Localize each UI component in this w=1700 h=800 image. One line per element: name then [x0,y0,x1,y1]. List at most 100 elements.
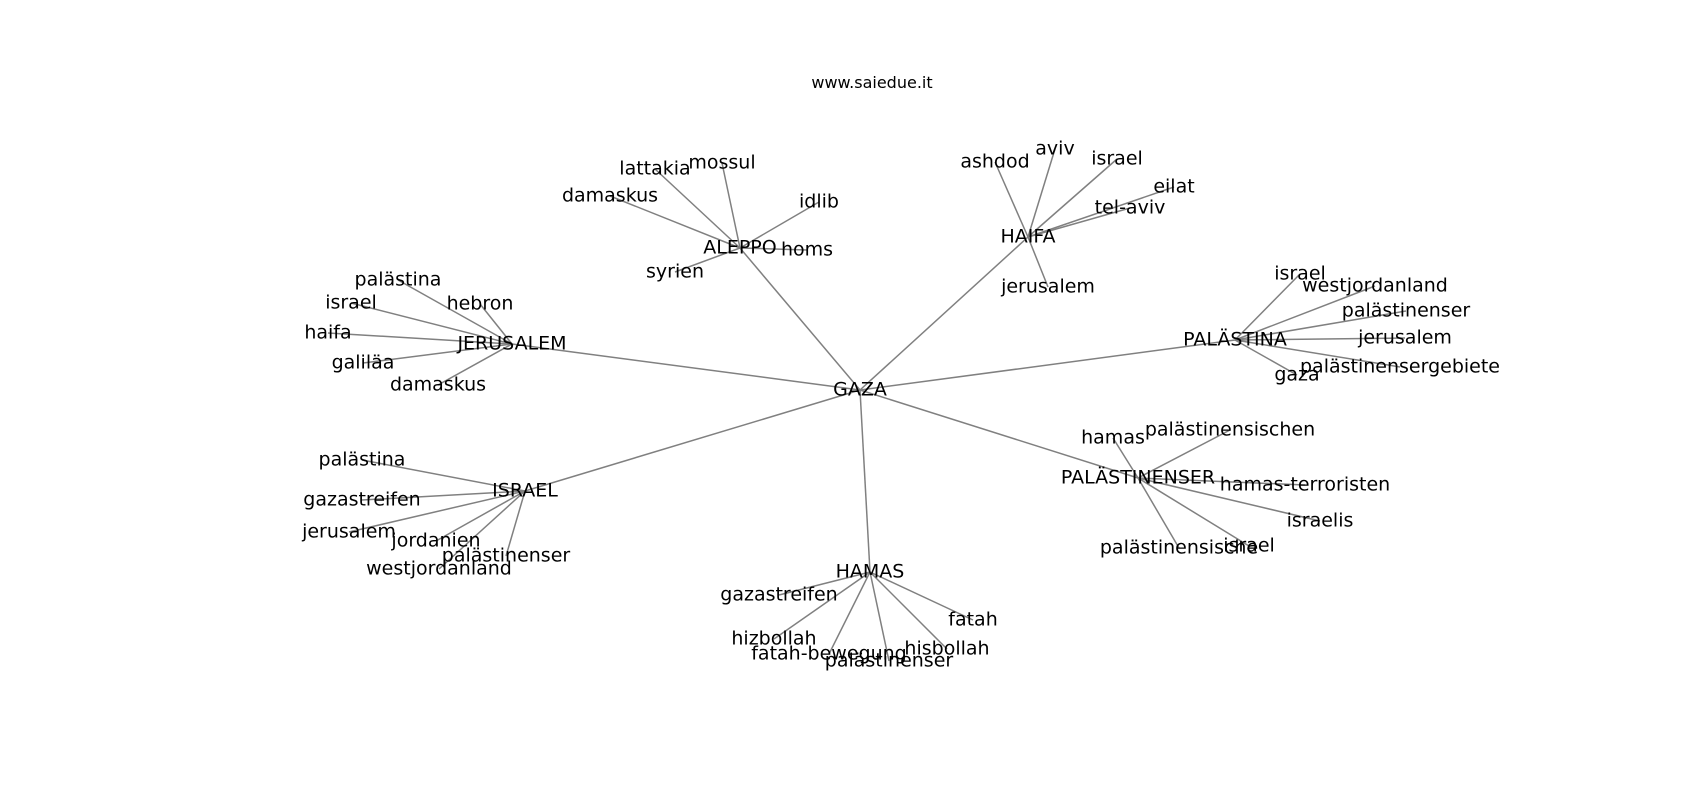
hub-node-label: ALEPPO [703,237,776,259]
leaf-node-label: fatah-bewegung [751,643,907,665]
leaf-node-label: palästinensergebiete [1300,356,1500,378]
leaf-node-label: gazastreifen [303,489,420,511]
leaf-node-label: hamas [1081,427,1145,449]
edge-hub-leaf [739,201,820,249]
edge-center-hub [511,343,861,391]
leaf-node-label: hamas-terroristen [1220,474,1390,496]
edge-hub-leaf [1137,477,1250,547]
leaf-node-label: jerusalem [1000,276,1095,298]
edge-hub-leaf [654,168,741,249]
edge-hub-leaf [1112,437,1139,479]
edge-hub-leaf [438,490,526,570]
leaf-node-label: idlib [799,191,839,213]
edge-hub-leaf [1027,186,1175,238]
hub-node-label: PALÄSTINA [1183,328,1287,351]
edge-hub-leaf [1234,339,1298,376]
leaf-node-label: haifa [304,322,351,344]
leaf-node-label: jerusalem [1357,327,1452,349]
hub-node-label: HAMAS [836,561,905,583]
leaf-node-label: lattakia [619,158,690,180]
edge-center-hub [524,389,861,492]
edge-hub-leaf [348,490,526,533]
edge-hub-leaf [1137,429,1231,479]
edge-hub-leaf [361,459,526,492]
leaf-node-label: palästinensischen [1145,419,1315,441]
edge-hub-leaf [869,571,890,662]
edge-center-hub [859,236,1029,391]
leaf-node-label: israel [1223,535,1275,557]
leaf-node-label: israelis [1287,510,1354,532]
edge-hub-leaf [1137,477,1306,486]
center-node-label: GAZA [833,379,887,401]
graph-title: www.saiedue.it [811,73,932,92]
edge-hub-leaf [397,279,513,345]
leaf-node-label: palästinenser [825,650,954,672]
hub-node-label: PALÄSTINENSER [1061,466,1215,489]
edge-hub-leaf [773,571,871,640]
edge-hub-leaf [1234,273,1301,341]
leaf-node-label: jordanien [390,530,480,552]
edge-hub-leaf [1234,337,1406,341]
edge-hub-leaf [479,303,513,345]
leaf-node-label: syrien [646,261,704,283]
edge-hub-leaf [869,571,948,650]
leaf-node-label: tel-aviv [1095,197,1166,219]
leaf-node-label: gazastreifen [720,584,837,606]
leaf-node-label: eilat [1153,176,1194,198]
edge-hub-leaf [1234,310,1407,341]
hub-node-label: HAIFA [1000,226,1055,248]
edge-hub-leaf [721,162,741,249]
leaf-node-label: westjordanland [366,558,512,580]
edge-hub-leaf [1137,477,1321,522]
edges [327,148,1407,662]
leaf-node-label: palästina [355,269,442,291]
edge-hub-leaf [994,161,1029,238]
leaf-node-label: palästina [319,449,406,471]
edge-hub-leaf [828,571,871,655]
edge-hub-leaf [1027,148,1056,238]
leaf-node-label: mossul [688,152,755,174]
edge-hub-leaf [437,343,513,386]
edge-hub-leaf [361,490,526,501]
leaf-node-label: damaskus [562,185,658,207]
edge-hub-leaf [505,490,526,557]
hub-node-label: JERUSALEM [456,333,566,355]
edge-hub-leaf [1027,158,1118,238]
edge-hub-leaf [362,343,513,364]
edge-hub-leaf [1027,207,1131,238]
leaf-node-label: palästinensische [1100,537,1258,559]
leaf-node-label: hebron [447,293,514,315]
edge-center-hub [859,389,871,573]
leaf-node-label: ashdod [960,151,1029,173]
edge-hub-leaf [609,195,741,249]
edge-hub-leaf [1234,339,1401,368]
leaf-node-label: gaza [1274,364,1319,386]
leaf-node-label: galiläa [332,352,395,374]
edge-center-hub [859,339,1236,391]
leaf-node-label: aviv [1035,138,1074,160]
leaf-node-label: homs [781,239,833,261]
edge-hub-leaf [1234,285,1376,341]
edge-hub-leaf [869,571,974,621]
leaf-node-label: hizbollah [731,628,816,650]
edge-hub-leaf [1027,236,1049,288]
leaf-node-label: damaskus [390,374,486,396]
leaf-node-label: hisbollah [904,638,989,660]
leaf-node-label: israel [325,292,377,314]
edge-hub-leaf [435,490,526,542]
leaf-node-label: palästinenser [1342,300,1471,322]
leaf-node-label: israel [1274,263,1326,285]
edge-hub-leaf [739,247,808,251]
edge-center-hub [859,389,1139,479]
edge-hub-leaf [327,332,513,345]
edge-hub-leaf [350,302,513,345]
edge-hub-leaf [674,247,741,273]
leaf-node-label: palästinenser [442,545,571,567]
leaf-node-label: westjordanland [1302,275,1448,297]
edge-hub-leaf [778,571,871,596]
edge-center-hub [739,247,861,391]
hub-node-label: ISRAEL [492,480,558,502]
leaf-node-label: fatah [948,609,997,631]
